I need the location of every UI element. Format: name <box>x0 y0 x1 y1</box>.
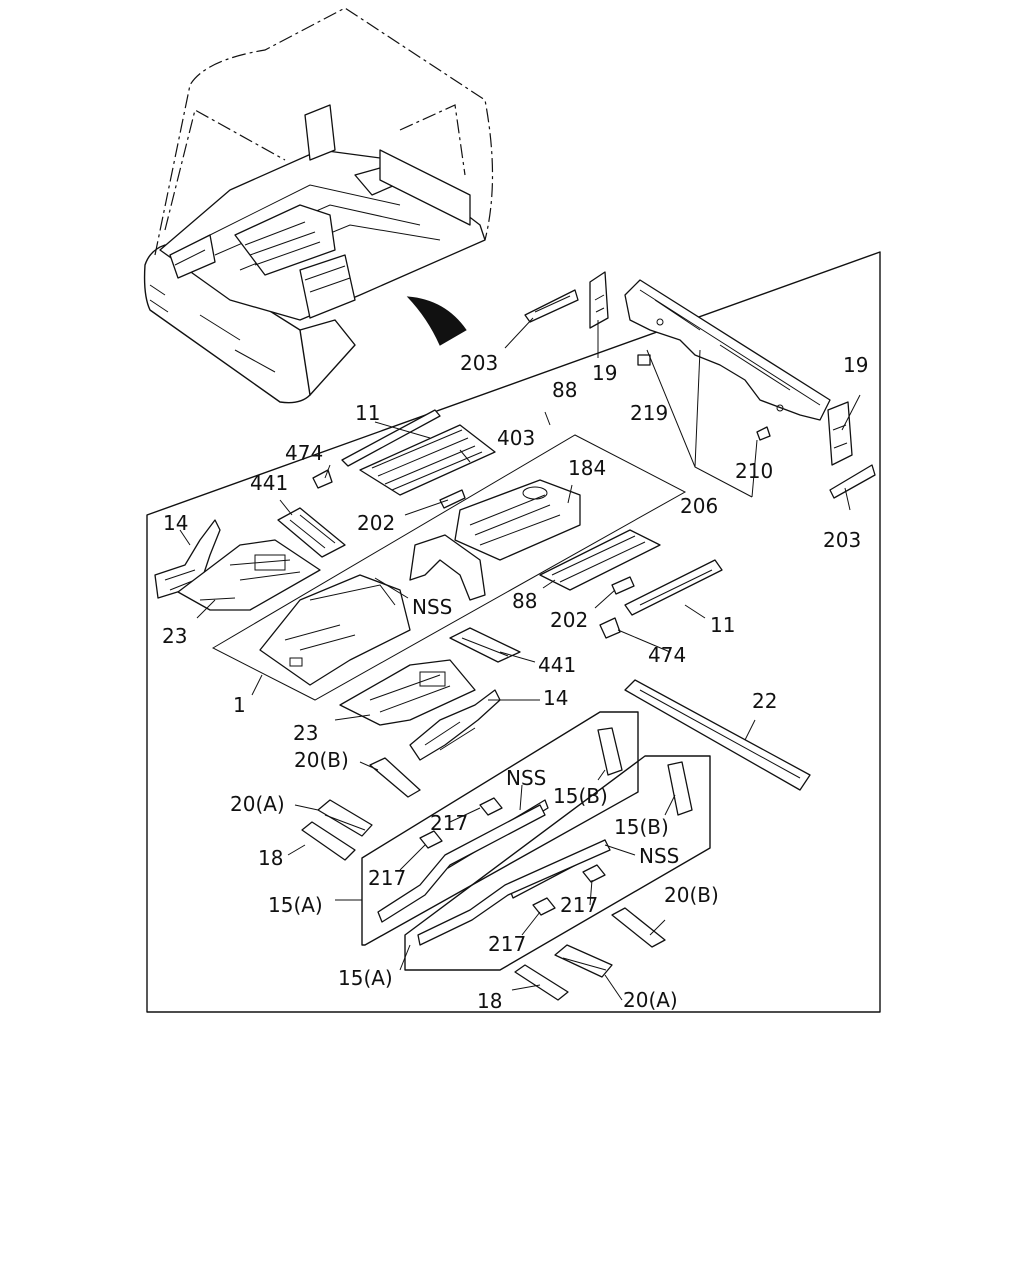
part-20b-right <box>611 907 666 948</box>
label-11-mid: 11 <box>710 613 735 637</box>
part-15a-a <box>377 804 546 923</box>
label-23-mid: 23 <box>293 721 318 745</box>
label-203-top: 203 <box>460 351 498 375</box>
part-217-d <box>532 897 556 916</box>
part-15b-b <box>667 761 693 816</box>
part-203-top <box>524 289 579 323</box>
part-184-tunnel <box>454 479 581 561</box>
label-23-top: 23 <box>162 624 187 648</box>
part-19-top <box>589 271 609 329</box>
part-217-a <box>479 797 503 816</box>
label-217-b: 217 <box>368 866 406 890</box>
part-20b-left <box>369 757 421 798</box>
part-217-c <box>582 864 606 883</box>
label-202-mid: 202 <box>550 608 588 632</box>
label-15b-b: 15(B) <box>614 815 669 839</box>
part-11-mid <box>624 559 723 616</box>
part-15a-b <box>417 839 611 946</box>
label-nss-rail2: NSS <box>639 844 679 868</box>
label-15b-a: 15(B) <box>553 784 608 808</box>
rail-box-2 <box>404 755 711 971</box>
part-88-mid <box>539 529 661 591</box>
label-210: 210 <box>735 459 773 483</box>
vehicle-overview-illustration <box>143 7 494 404</box>
label-20b-left: 20(B) <box>294 748 349 772</box>
detail-pointer-arrow <box>406 296 467 346</box>
part-19-right <box>827 401 853 466</box>
part-203-right <box>829 464 876 499</box>
label-15a-b: 15(A) <box>338 966 393 990</box>
label-19-top: 19 <box>592 361 617 385</box>
label-22: 22 <box>752 689 777 713</box>
part-20a-right <box>554 944 613 978</box>
label-403: 403 <box>497 426 535 450</box>
label-217-a: 217 <box>430 811 468 835</box>
label-88-top: 88 <box>552 378 577 402</box>
rail-box-1 <box>361 711 639 946</box>
label-20a-right: 20(A) <box>623 988 678 1012</box>
part-219-clip <box>637 354 651 366</box>
label-219: 219 <box>630 401 668 425</box>
label-88-mid: 88 <box>512 589 537 613</box>
part-15b-a <box>597 727 623 776</box>
label-11-top: 11 <box>355 401 380 425</box>
part-23-mid <box>339 659 476 726</box>
label-202-top: 202 <box>357 511 395 535</box>
part-88-top <box>359 424 496 496</box>
part-202-top <box>439 489 466 509</box>
part-18-left <box>301 821 356 861</box>
leader-lines <box>179 317 861 1001</box>
label-203-right: 203 <box>823 528 861 552</box>
label-14-mid: 14 <box>543 686 568 710</box>
label-18-left: 18 <box>258 846 283 870</box>
label-217-d: 217 <box>488 932 526 956</box>
part-474-mid <box>599 617 621 639</box>
label-217-c: 217 <box>560 893 598 917</box>
part-20a-left <box>317 799 373 837</box>
part-217-b <box>419 830 443 849</box>
label-206: 206 <box>680 494 718 518</box>
callout-labels: 203 19 88 11 474 403 441 202 184 14 23 N… <box>162 351 868 1013</box>
part-nss-floor <box>409 534 486 601</box>
label-474-top: 474 <box>285 441 323 465</box>
part-202-mid <box>611 576 635 595</box>
label-184: 184 <box>568 456 606 480</box>
part-11-top <box>341 409 441 467</box>
label-474-mid: 474 <box>648 643 686 667</box>
part-14-top <box>154 519 221 599</box>
parts <box>154 271 876 1001</box>
part-441-mid <box>449 627 521 663</box>
label-20a-left: 20(A) <box>230 792 285 816</box>
part-474-top <box>312 469 333 489</box>
detail-frame <box>146 251 881 1013</box>
part-18-right <box>514 964 569 1001</box>
label-nss-rail1: NSS <box>506 766 546 790</box>
label-14-top: 14 <box>163 511 188 535</box>
label-441-mid: 441 <box>538 653 576 677</box>
label-441-top: 441 <box>250 471 288 495</box>
part-441-top <box>277 507 346 558</box>
label-15a-a: 15(A) <box>268 893 323 917</box>
label-nss-floor: NSS <box>412 595 452 619</box>
floor-panel-1-outline <box>211 434 687 701</box>
label-18-right: 18 <box>477 989 502 1013</box>
label-1: 1 <box>233 693 246 717</box>
part-210-clip <box>756 426 771 441</box>
label-20b-right: 20(B) <box>664 883 719 907</box>
label-19-right: 19 <box>843 353 868 377</box>
